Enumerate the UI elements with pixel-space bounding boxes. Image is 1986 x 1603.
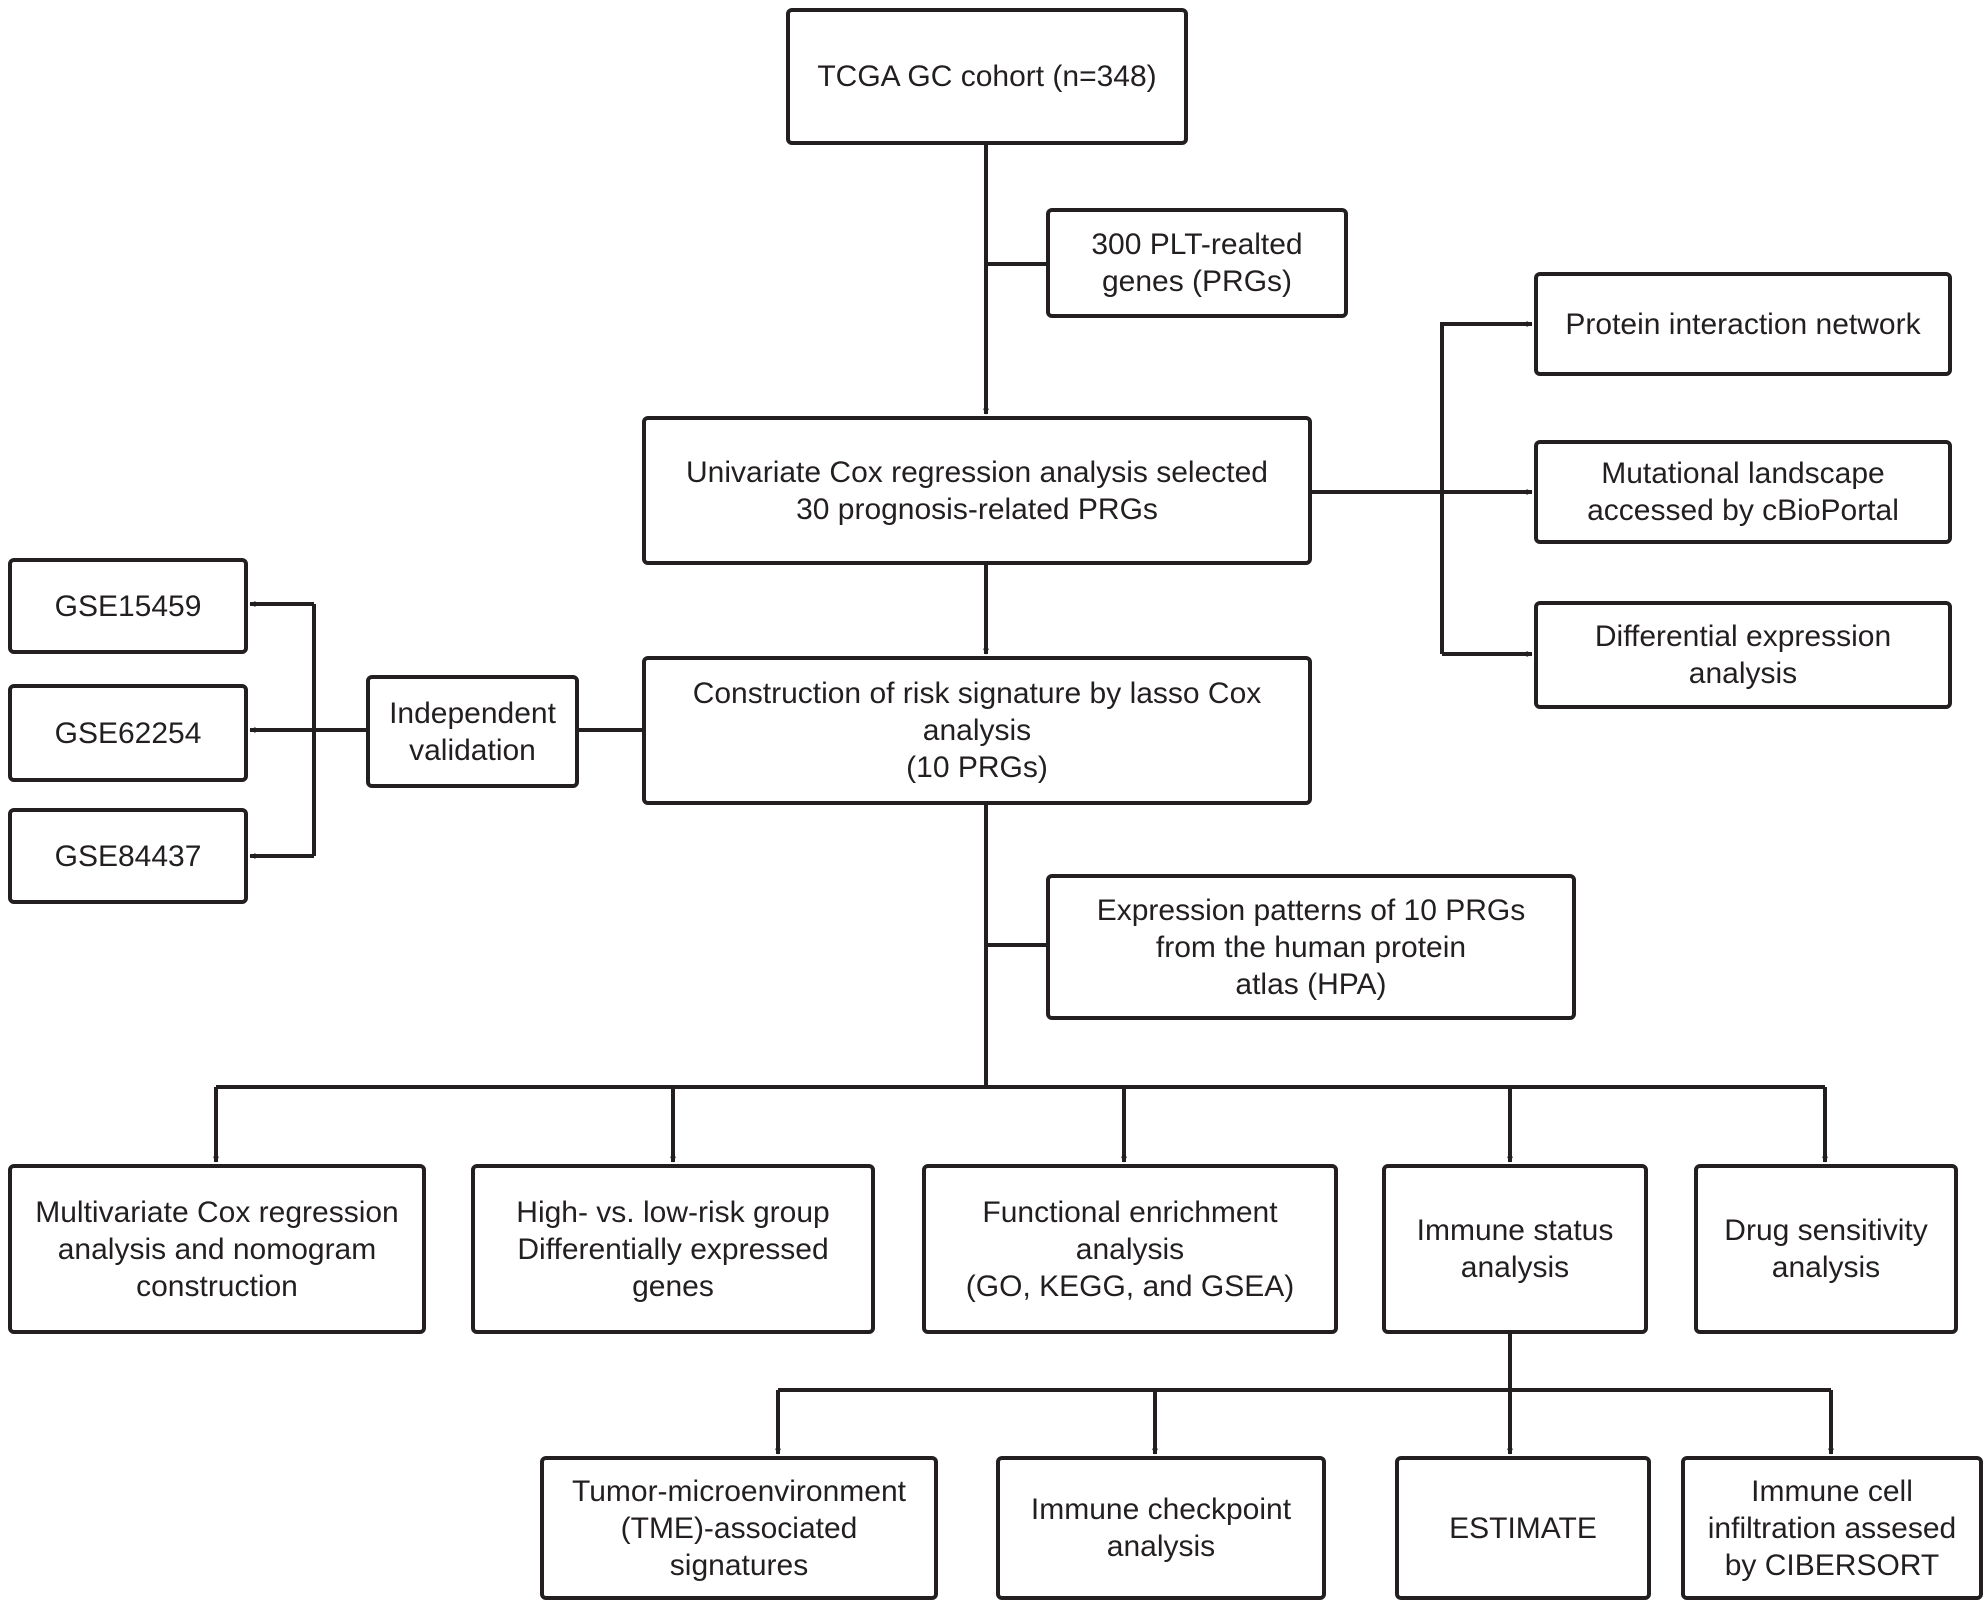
multivariate-text-1: Multivariate Cox regression [35, 1195, 399, 1229]
differential-text-2: analysis [1688, 657, 1798, 690]
univariate-text-1: Univariate Cox regression analysis selec… [686, 455, 1268, 489]
cohort-box: TCGA GC cohort (n=348) [786, 8, 1188, 145]
gse62254-text: GSE62254 [54, 716, 202, 750]
tme-box: Tumor-microenvironment (TME)-associated … [540, 1456, 938, 1600]
differential-box: Differential expression analysis [1534, 601, 1952, 709]
high-low-text-2: Differentially expressed [517, 1232, 829, 1266]
prg-genes-text-2: genes (PRGs) [1101, 265, 1293, 298]
cohort-text: TCGA GC cohort (n=348) [817, 60, 1157, 93]
functional-text-3: (GO, KEGG, and GSEA) [965, 1269, 1295, 1303]
cibersort-text-1: Immune cell [1751, 1474, 1913, 1508]
checkpoint-text-1: Immune checkpoint [1030, 1493, 1292, 1526]
tme-text-2: (TME)-associated [620, 1511, 858, 1545]
gse15459-box: GSE15459 [8, 558, 248, 654]
tme-text-1: Tumor-microenvironment [572, 1474, 906, 1508]
multivariate-box: Multivariate Cox regression analysis and… [8, 1164, 426, 1334]
immune-status-text-2: analysis [1460, 1251, 1570, 1284]
functional-text-1: Functional enrichment [982, 1195, 1278, 1229]
gse84437-text: GSE84437 [54, 839, 202, 873]
mutational-box: Mutational landscape accessed by cBioPor… [1534, 440, 1952, 544]
drug-text-1: Drug sensitivity [1724, 1214, 1928, 1247]
mutational-text-1: Mutational landscape [1601, 457, 1885, 490]
drug-text-2: analysis [1771, 1251, 1881, 1284]
protein-network-box: Protein interaction network [1534, 272, 1952, 376]
high-low-text-1: High- vs. low-risk group [516, 1195, 830, 1229]
drug-box: Drug sensitivity analysis [1694, 1164, 1958, 1334]
univariate-text-2: 30 prognosis-related PRGs [796, 492, 1158, 526]
hpa-text-3: atlas (HPA) [1235, 967, 1387, 1001]
multivariate-text-3: construction [136, 1269, 298, 1303]
risk-signature-text-1: Construction of risk signature by lasso … [692, 677, 1262, 710]
functional-text-2: analysis [1075, 1232, 1185, 1266]
risk-signature-text-3: (10 PRGs) [906, 751, 1048, 784]
estimate-box: ESTIMATE [1395, 1456, 1651, 1600]
tme-text-3: signatures [669, 1548, 809, 1582]
validation-text-2: validation [409, 733, 536, 767]
cibersort-text-3: by CIBERSORT [1724, 1548, 1940, 1582]
gse62254-box: GSE62254 [8, 684, 248, 782]
validation-box: Independent validation [366, 675, 579, 788]
cibersort-box: Immune cell infiltration assesed by CIBE… [1681, 1456, 1983, 1600]
univariate-box: Univariate Cox regression analysis selec… [642, 416, 1312, 565]
mutational-text-2: accessed by cBioPortal [1587, 494, 1899, 527]
protein-network-text: Protein interaction network [1565, 307, 1921, 341]
multivariate-text-2: analysis and nomogram [57, 1232, 377, 1266]
validation-text-1: Independent [389, 696, 556, 730]
immune-status-box: Immune status analysis [1382, 1164, 1648, 1334]
risk-signature-text-2: analysis [922, 714, 1032, 747]
risk-signature-box: Construction of risk signature by lasso … [642, 656, 1312, 805]
estimate-text: ESTIMATE [1449, 1511, 1597, 1545]
prg-genes-text-1: 300 PLT-realted [1091, 228, 1303, 261]
hpa-text-2: from the human protein [1155, 930, 1467, 964]
prg-genes-box: 300 PLT-realted genes (PRGs) [1046, 208, 1348, 318]
hpa-box: Expression patterns of 10 PRGs from the … [1046, 874, 1576, 1020]
differential-text-1: Differential expression [1594, 620, 1892, 653]
high-low-box: High- vs. low-risk group Differentially … [471, 1164, 875, 1334]
gse84437-box: GSE84437 [8, 808, 248, 904]
high-low-text-3: genes [632, 1269, 714, 1303]
functional-box: Functional enrichment analysis (GO, KEGG… [922, 1164, 1338, 1334]
checkpoint-text-2: analysis [1106, 1530, 1216, 1563]
hpa-text-1: Expression patterns of 10 PRGs [1096, 893, 1526, 927]
arrow-to-protein-network [1440, 321, 1533, 654]
checkpoint-box: Immune checkpoint analysis [996, 1456, 1326, 1600]
immune-status-text-1: Immune status [1416, 1214, 1614, 1247]
cibersort-text-2: infiltration assesed [1707, 1511, 1957, 1545]
gse15459-text: GSE15459 [54, 589, 202, 623]
